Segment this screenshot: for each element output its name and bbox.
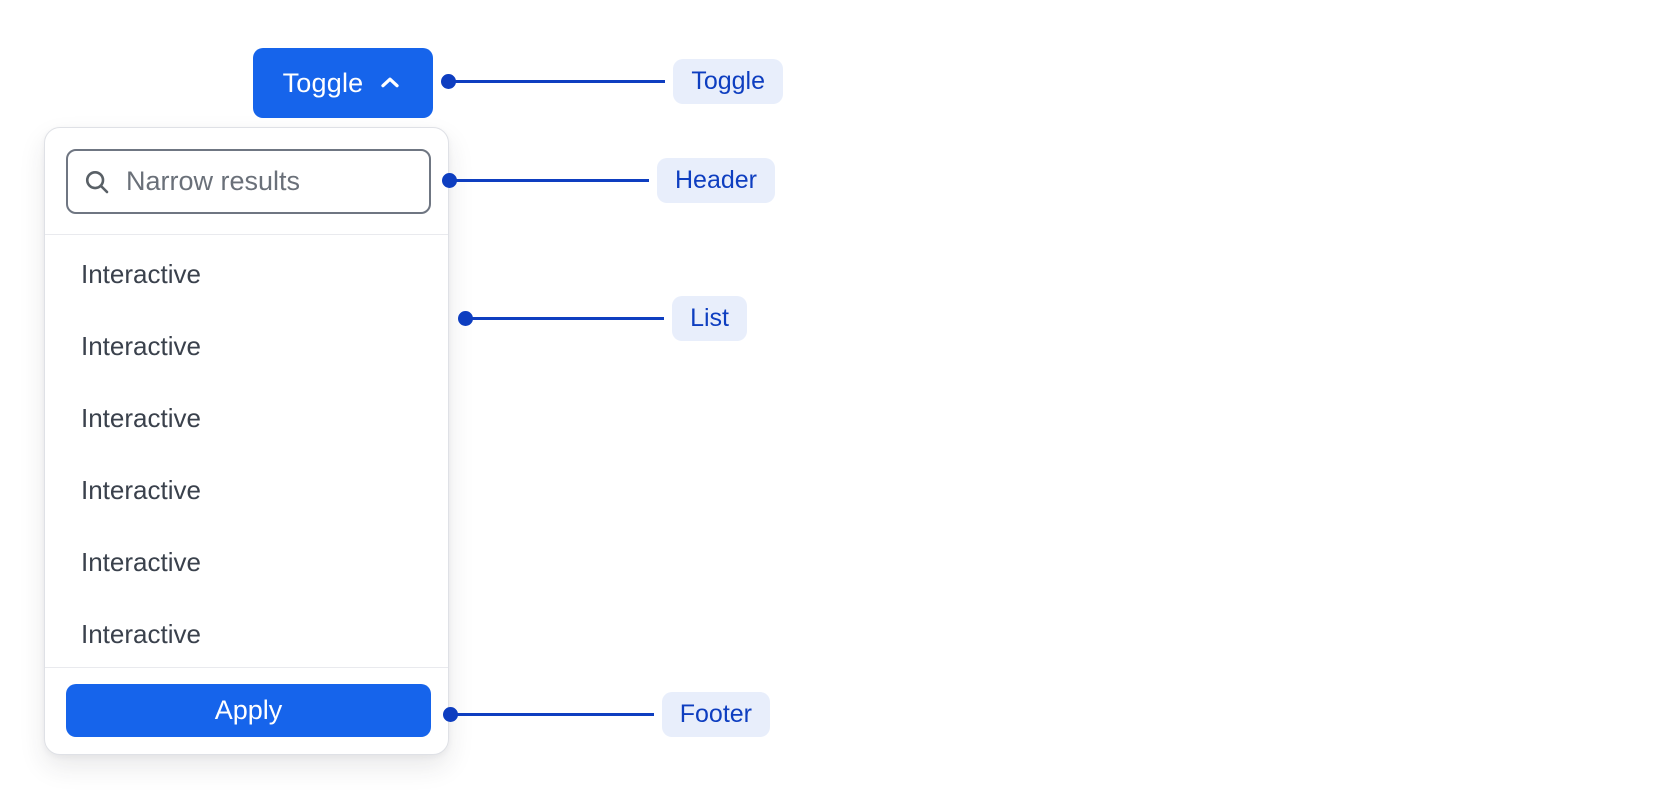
apply-button[interactable]: Apply: [66, 684, 431, 737]
list-item[interactable]: Interactive: [81, 618, 201, 649]
toggle-button-label: Toggle: [282, 67, 364, 98]
annotation-label-footer: Footer: [661, 691, 770, 737]
toggle-button[interactable]: Toggle: [253, 48, 433, 118]
dropdown-panel: Interactive Interactive Interactive Inte…: [44, 127, 449, 755]
annotation-toggle: Toggle: [441, 58, 783, 104]
annotation-list: List: [458, 295, 747, 341]
search-input[interactable]: [66, 149, 431, 214]
annotation-label-list: List: [672, 295, 747, 341]
callout-line: [471, 316, 665, 320]
list-item[interactable]: Interactive: [81, 474, 201, 505]
dropdown-header: [45, 128, 448, 235]
callout-dot: [443, 706, 458, 722]
list-item[interactable]: Interactive: [81, 258, 201, 289]
callout-line: [456, 712, 654, 716]
callout-dot: [442, 172, 457, 188]
callout-line: [454, 79, 666, 83]
list-item[interactable]: Interactive: [81, 546, 201, 577]
annotation-label-toggle: Toggle: [673, 58, 783, 104]
annotation-footer: Footer: [443, 691, 770, 737]
callout-line: [455, 178, 649, 182]
search-field-wrapper: [66, 149, 431, 214]
annotation-header: Header: [442, 157, 775, 203]
list-item[interactable]: Interactive: [81, 402, 201, 433]
chevron-up-icon: [377, 70, 403, 96]
annotation-label-header: Header: [657, 157, 775, 203]
dropdown-footer: Apply: [45, 667, 448, 754]
dropdown-list: Interactive Interactive Interactive Inte…: [45, 235, 448, 667]
callout-dot: [441, 73, 456, 89]
callout-dot: [458, 310, 473, 326]
list-item[interactable]: Interactive: [81, 330, 201, 361]
